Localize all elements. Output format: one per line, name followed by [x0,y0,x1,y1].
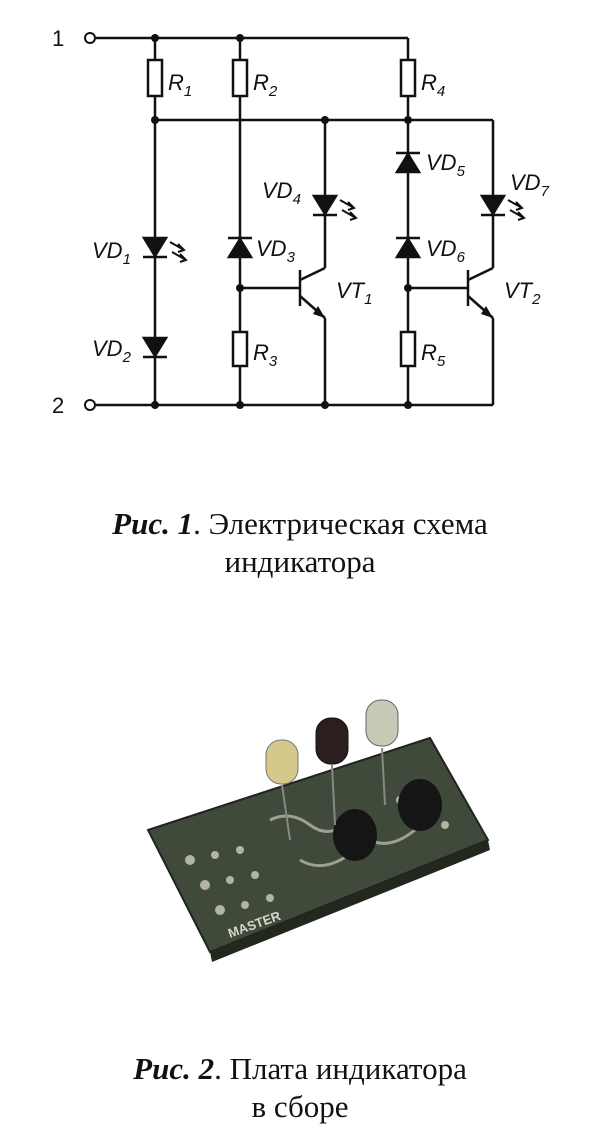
figure-1-text-line1: . Электрическая схема [193,506,488,541]
label-r3: R3 [253,340,278,370]
label-vd5: VD5 [426,150,466,180]
label-r1: R1 [168,70,192,100]
diode-vd2 [141,336,169,359]
led-vd7 [479,194,507,217]
led-3 [365,699,399,806]
diode-vd6 [394,236,422,259]
figure-2-text-line1: . Плата индикатора [214,1051,467,1086]
terminal-2 [84,399,96,411]
circuit-schematic: 1 2 [52,26,550,418]
label-r5: R5 [421,340,446,370]
terminal-1-label: 1 [52,26,64,51]
figure-2-label: Рис. 2 [133,1051,215,1086]
pcb-board [146,736,490,954]
label-vd3: VD3 [256,236,296,266]
figure-2-caption: Рис. 2. Плата индикатора в сборе [0,1050,600,1126]
diode-vd3 [226,236,254,259]
label-r2: R2 [253,70,278,100]
terminal-1 [84,32,96,44]
resistor-r3 [231,330,249,368]
led-vd1 [141,236,169,259]
terminal-2-label: 2 [52,393,64,418]
label-vt2: VT2 [504,278,541,308]
label-vd7: VD7 [510,170,550,200]
label-vd4: VD4 [262,178,301,208]
resistor-r5 [399,330,417,368]
label-vd6: VD6 [426,236,466,266]
label-r4: R4 [421,70,445,100]
diode-vd5 [394,151,422,174]
label-vd2: VD2 [92,336,132,366]
led-1 [265,739,299,841]
led-vd4 [311,194,339,217]
resistor-r4 [399,58,417,98]
figure-1-caption: Рис. 1. Электрическая схема индикатора [0,505,600,581]
led-2 [315,717,349,826]
resistor-r2 [231,58,249,98]
label-vd1: VD1 [92,238,131,268]
label-vt1: VT1 [336,278,372,308]
assembled-board-photo: MASTER [146,699,490,962]
figure-1-label: Рис. 1 [112,506,194,541]
figure-1-text-line2: индикатора [224,544,376,579]
resistor-r1 [146,58,164,98]
figure-2-text-line2: в сборе [251,1089,349,1124]
